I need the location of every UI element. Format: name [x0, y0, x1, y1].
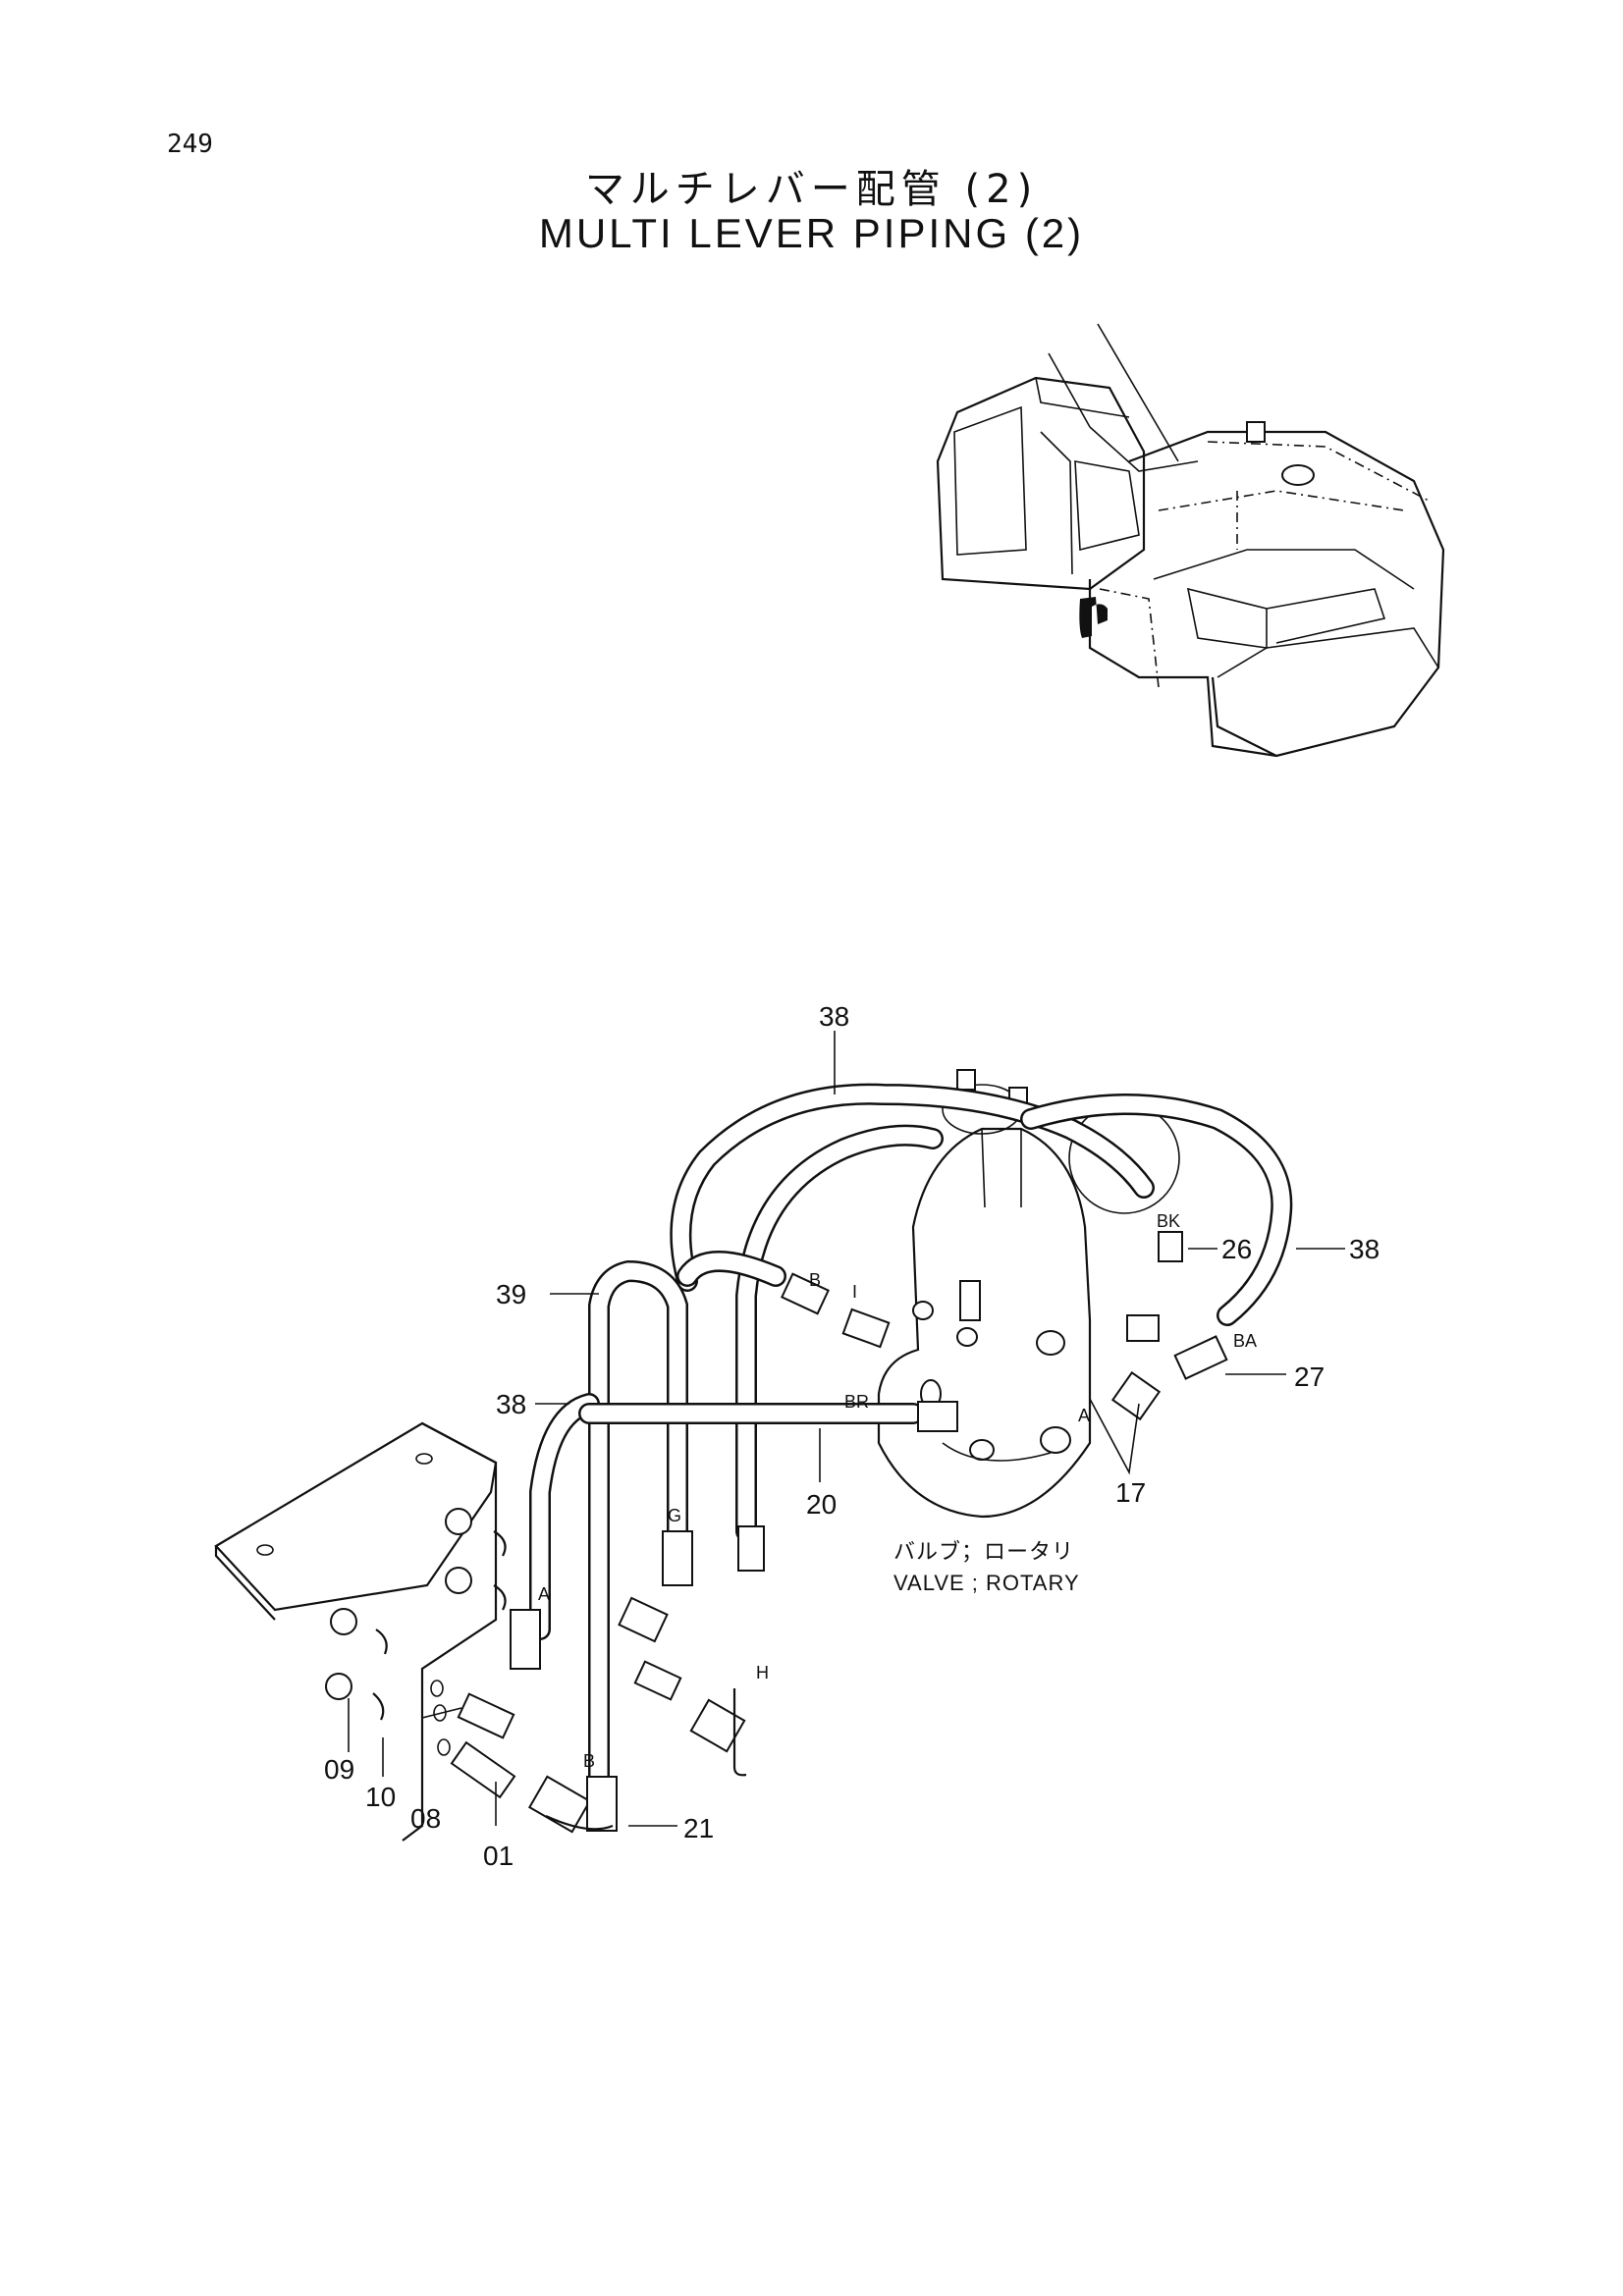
port-label-ba: BA	[1233, 1331, 1257, 1351]
excavator-overview	[936, 323, 1445, 758]
location-marker-icon	[1079, 597, 1108, 638]
leader-lines	[348, 1031, 1345, 1827]
callout-38-right: 38	[1349, 1234, 1380, 1264]
callout-01: 01	[483, 1841, 514, 1871]
hose-38-left	[529, 1393, 600, 1640]
hose-39	[588, 1259, 688, 1792]
port-label-a-left: A	[538, 1584, 550, 1604]
hose-38-right	[1020, 1094, 1293, 1326]
rotary-valve	[877, 1069, 1180, 1519]
port-label-b-bottom: B	[583, 1751, 595, 1771]
title-english: MULTI LEVER PIPING (2)	[538, 210, 1085, 256]
callout-08: 08	[410, 1803, 441, 1834]
callout-27: 27	[1294, 1362, 1325, 1392]
port-label-h: H	[756, 1663, 769, 1682]
hose-38-top	[670, 1083, 1155, 1292]
callout-21: 21	[683, 1813, 714, 1843]
port-label-a-right: A	[1078, 1406, 1090, 1425]
callout-38-top: 38	[819, 1001, 849, 1032]
port-label-br: BR	[844, 1392, 869, 1412]
valve-label-english: VALVE ; ROTARY	[893, 1571, 1080, 1595]
port-label-bk: BK	[1157, 1211, 1180, 1231]
callout-20: 20	[806, 1489, 837, 1520]
callout-39: 39	[496, 1279, 526, 1309]
port-label-i: I	[852, 1282, 857, 1302]
port-label-g: G	[668, 1506, 681, 1525]
page-number: 249	[167, 130, 213, 159]
hose-b-upper	[676, 1251, 786, 1287]
callout-38-left: 38	[496, 1389, 526, 1419]
callout-26: 26	[1221, 1234, 1252, 1264]
fittings	[450, 1231, 1228, 1834]
manifold-plate	[214, 1421, 507, 1842]
callout-17: 17	[1115, 1477, 1146, 1508]
callout-10: 10	[365, 1782, 396, 1812]
title-japanese: マルチレバー配管 (2)	[584, 167, 1039, 212]
hose-inner-loop	[735, 1124, 944, 1542]
callout-09: 09	[324, 1754, 354, 1785]
valve-label-japanese: バルブ；ロータリ	[893, 1539, 1074, 1564]
port-label-b-top: B	[809, 1270, 821, 1290]
